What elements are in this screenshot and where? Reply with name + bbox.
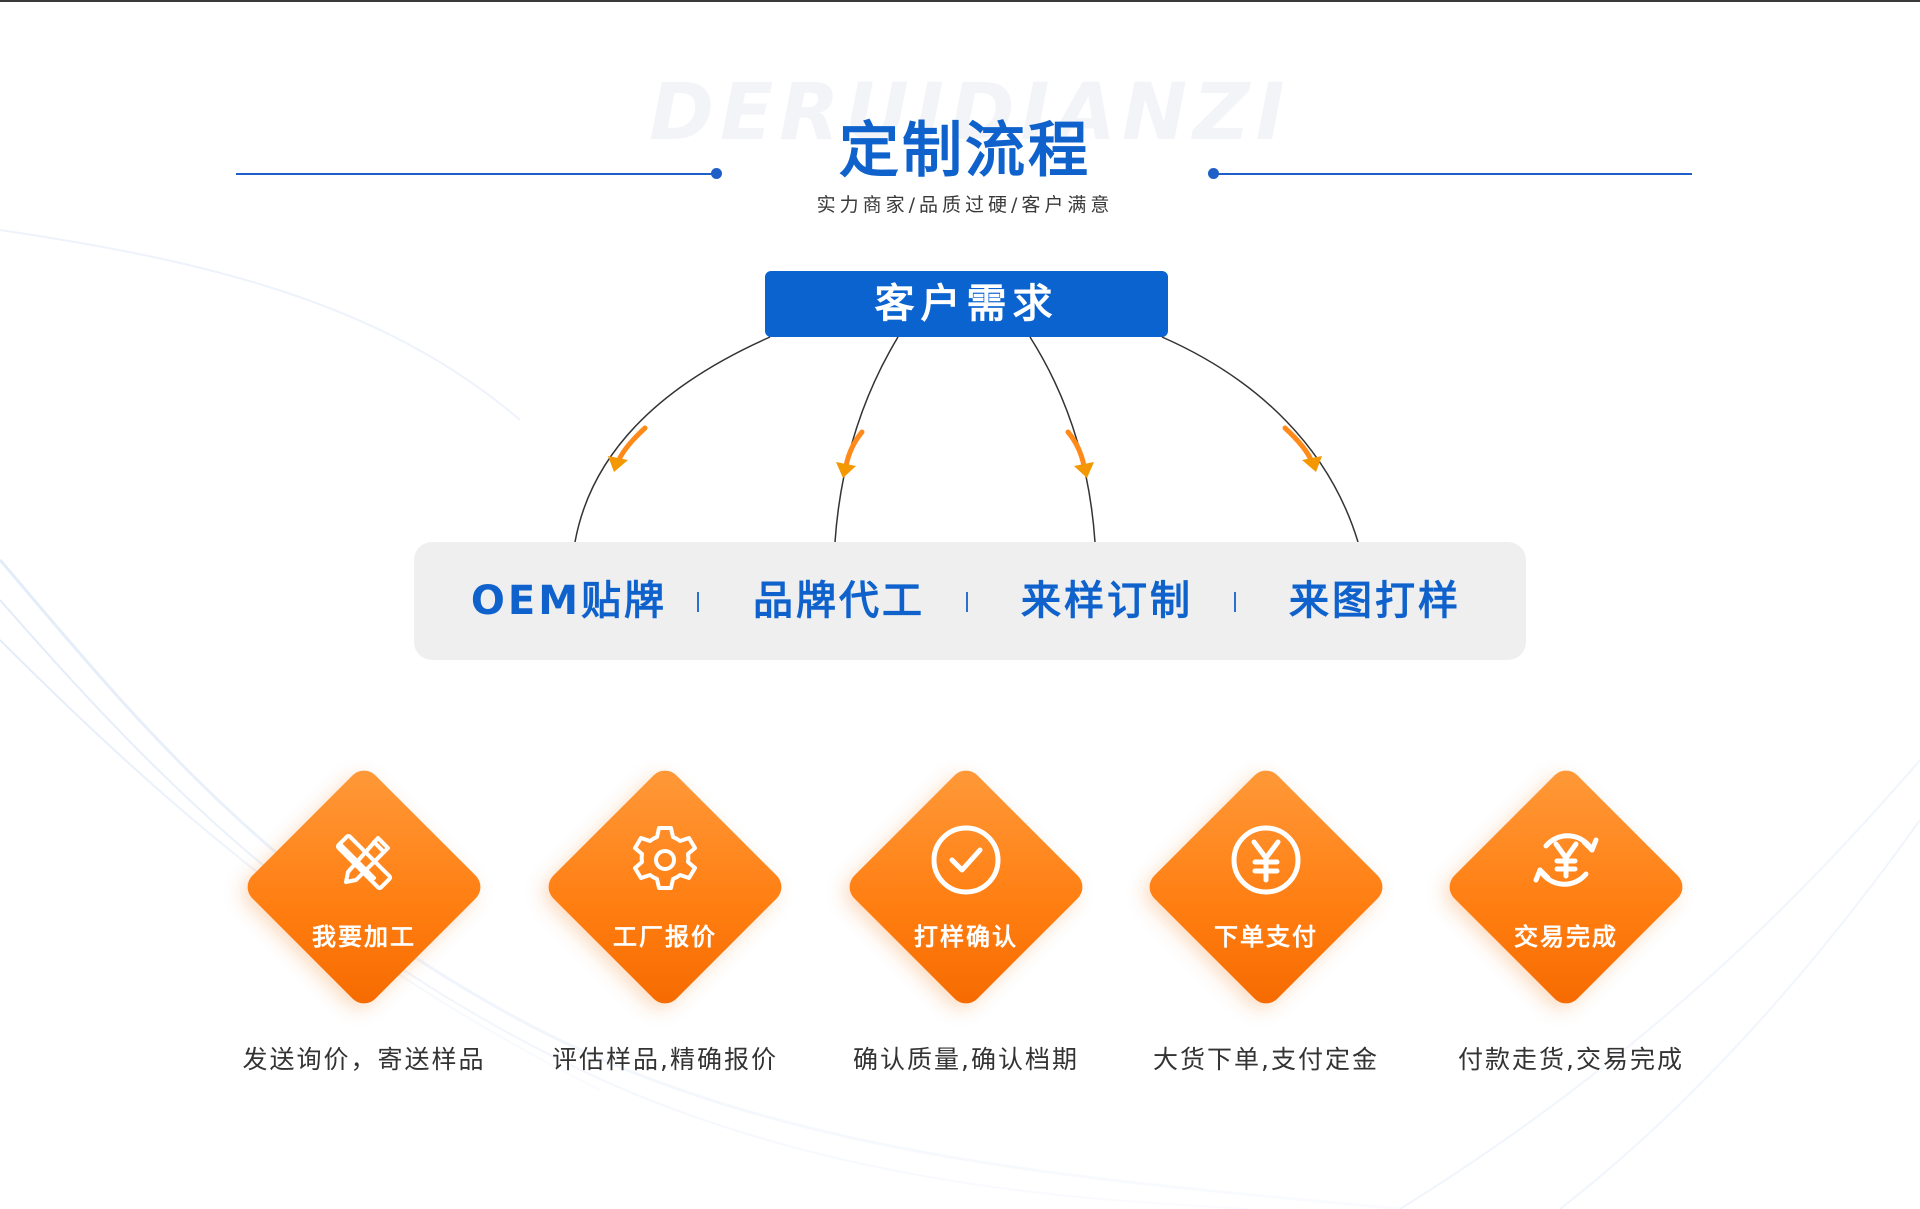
arrow-icon <box>1282 425 1322 472</box>
yen-coin-icon <box>1231 825 1301 895</box>
option-divider <box>1234 592 1236 612</box>
title-line-left <box>236 173 716 175</box>
option-brand-oem: 品牌代工 <box>753 578 925 624</box>
check-circle-icon <box>931 825 1001 895</box>
step-label: 工厂报价 <box>613 923 717 951</box>
step-desc: 付款走货,交易完成 <box>1458 1045 1684 1074</box>
top-border <box>0 0 1920 2</box>
yen-cycle-icon <box>1533 833 1599 887</box>
page-subtitle: 实力商家/品质过硬/客户满意 <box>816 194 1114 216</box>
option-drawing-sample: 来图打样 <box>1289 578 1461 624</box>
title-line-right <box>1212 173 1692 175</box>
watermark-text: DERUIDIANZI <box>649 68 1291 158</box>
step-label: 打样确认 <box>914 923 1018 951</box>
step-deal-complete: 交易完成 <box>1441 762 1691 1012</box>
title-dot-right <box>1208 168 1219 179</box>
gear-icon <box>633 826 697 890</box>
step-desc: 评估样品,精确报价 <box>552 1045 778 1074</box>
step-sample-confirm: 打样确认 <box>841 762 1091 1012</box>
arrow-icon <box>1065 429 1094 478</box>
step-desc: 确认质量,确认档期 <box>853 1045 1079 1074</box>
customer-need-box: 客户需求 <box>765 271 1168 337</box>
step-desc: 大货下单,支付定金 <box>1153 1045 1379 1074</box>
step-label: 交易完成 <box>1514 923 1618 951</box>
step-processing: 我要加工 <box>239 762 489 1012</box>
arrow-icon <box>836 429 865 478</box>
step-label: 我要加工 <box>312 923 416 951</box>
step-label: 下单支付 <box>1214 923 1318 951</box>
step-desc: 发送询价，寄送样品 <box>242 1045 486 1074</box>
step-order-payment: 下单支付 <box>1141 762 1391 1012</box>
title-dot-left <box>711 168 722 179</box>
pencil-ruler-icon <box>335 833 393 891</box>
option-oem: OEM贴牌 <box>470 578 668 624</box>
options-panel: OEM贴牌 品牌代工 来样订制 来图打样 <box>414 542 1526 660</box>
step-quote: 工厂报价 <box>540 762 790 1012</box>
option-divider <box>697 592 699 612</box>
arrow-icon <box>608 425 648 472</box>
page-title: 定制流程 <box>839 116 1091 186</box>
option-divider <box>966 592 968 612</box>
option-sample-custom: 来样订制 <box>1021 578 1193 624</box>
